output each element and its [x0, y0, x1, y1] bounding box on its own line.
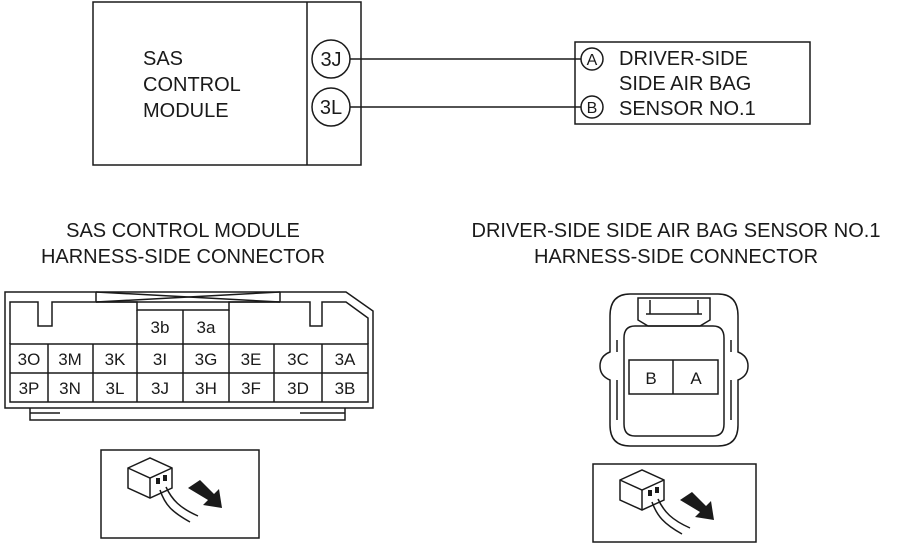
- module-harness-connector: 3b 3a 3O 3M 3K 3I 3G 3E 3C 3A 3P 3N 3L 3…: [4, 291, 374, 421]
- pin-3l: 3L: [106, 379, 125, 398]
- sensor-label-line-1: DRIVER-SIDE: [619, 48, 748, 70]
- terminal-label-a: A: [587, 52, 598, 69]
- sensor-harness-connector: B A: [599, 293, 749, 447]
- pin-label-3j: 3J: [320, 49, 341, 71]
- pin-3a: 3a: [197, 318, 216, 337]
- pin-3o: 3O: [18, 350, 41, 369]
- pin-3a-lower: 3A: [335, 350, 356, 369]
- sas-control-module: SAS CONTROL MODULE 3J 3L: [92, 1, 362, 166]
- pin-3i: 3I: [153, 350, 167, 369]
- pin-3m: 3M: [58, 350, 82, 369]
- pin-3c: 3C: [287, 350, 309, 369]
- pin-3k: 3K: [105, 350, 126, 369]
- module-label-line-2: CONTROL: [143, 74, 241, 96]
- pin-3b: 3b: [151, 318, 170, 337]
- pin-3n: 3N: [59, 379, 81, 398]
- sensor-pin-a: A: [690, 369, 702, 388]
- pin-3f: 3F: [241, 379, 261, 398]
- pin-3g: 3G: [195, 350, 218, 369]
- pin-3p: 3P: [19, 379, 40, 398]
- driver-side-air-bag-sensor: A B DRIVER-SIDE SIDE AIR BAG SENSOR NO.1: [574, 41, 811, 125]
- pin-3h: 3H: [195, 379, 217, 398]
- sensor-harness-view-icon: [592, 463, 757, 543]
- module-connector-title-1: SAS CONTROL MODULE: [66, 220, 300, 242]
- module-label-line-3: MODULE: [143, 100, 229, 122]
- sensor-connector-title-2: HARNESS-SIDE CONNECTOR: [534, 246, 818, 268]
- module-connector-title-2: HARNESS-SIDE CONNECTOR: [41, 246, 325, 268]
- sensor-label-line-2: SIDE AIR BAG: [619, 73, 751, 95]
- sensor-connector-title-1: DRIVER-SIDE SIDE AIR BAG SENSOR NO.1: [472, 220, 881, 242]
- sensor-label-line-3: SENSOR NO.1: [619, 98, 756, 120]
- terminal-circle-b: [580, 95, 604, 119]
- pin-label-3l: 3L: [320, 97, 342, 119]
- terminal-circle-a: [580, 47, 604, 71]
- terminal-label-b: B: [587, 100, 598, 117]
- module-harness-view-icon: [100, 449, 260, 539]
- pin-3e: 3E: [241, 350, 262, 369]
- pin-3b-lower: 3B: [335, 379, 356, 398]
- module-label-line-1: SAS: [143, 48, 183, 70]
- pin-3j: 3J: [151, 379, 169, 398]
- sensor-pin-b: B: [645, 369, 656, 388]
- pin-3d: 3D: [287, 379, 309, 398]
